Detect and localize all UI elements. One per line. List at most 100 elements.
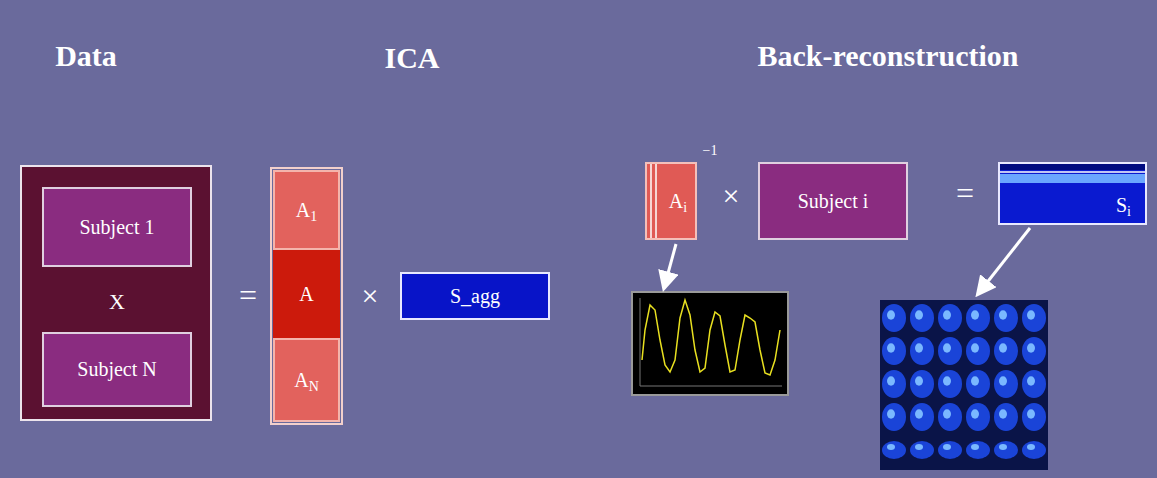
brain-slice [882,441,906,459]
subject-mixing: Ai [645,162,697,240]
data-matrix: X Subject 1 Subject N [20,165,212,421]
subject-box: Subject N [42,332,192,407]
activation-spot [887,376,895,385]
equals-sign: = [239,279,257,311]
mixing-block: AN [273,338,340,422]
activation-spot [971,444,979,450]
brain-slice [910,441,934,459]
brain-slice [882,403,906,431]
brain-slices [882,304,1046,459]
brain-slice [938,403,962,431]
activation-spot [943,376,951,385]
section-heading: ICA [384,43,439,73]
column-marker [655,164,657,238]
activation-spot [971,409,979,418]
activation-spot [915,409,923,418]
mixing-block: A1 [273,170,340,250]
activation-spot [971,310,979,319]
section-heading: Data [55,41,117,71]
row-divider [1000,171,1145,173]
activation-spot [943,444,951,450]
brain-slice [910,337,934,365]
activation-spot [887,444,895,450]
activation-spot [971,343,979,352]
column-outline [271,168,342,424]
brain-slice [882,304,906,332]
box-label: Subject N [77,358,156,381]
activation-spot [999,444,1007,450]
leader-arrow [978,228,1030,294]
activation-spot [915,310,923,319]
activation-spot [971,376,979,385]
activation-spot [943,310,951,319]
activation-spot [999,376,1007,385]
brain-slice [966,403,990,431]
column-marker [650,164,652,238]
brain-slice [882,370,906,398]
activation-spot [915,343,923,352]
section-heading: Back-reconstruction [757,41,1018,71]
brain-slice [938,337,962,365]
brain-slice [1022,370,1046,398]
equals-sign: = [956,177,974,209]
leader-arrow [664,244,676,288]
component-row [1000,164,1145,170]
activation-spot [887,409,895,418]
brain-slice [994,370,1018,398]
brain-slice [938,304,962,332]
box-label: Si [1116,194,1131,217]
activation-spot [943,409,951,418]
activation-spot [1027,376,1035,385]
brain-slice [882,337,906,365]
timecourse-line [642,300,780,375]
subject-sources: Si [998,162,1147,225]
activation-spot [915,444,923,450]
brain-slice [1022,337,1046,365]
timecourse-plot [632,292,788,395]
mixing-matrix: A [273,250,340,338]
activation-spot [915,376,923,385]
brain-slice [1022,441,1046,459]
box-label: A [299,283,313,306]
activation-spot [887,343,895,352]
plot-axis [640,298,641,386]
box-label: AN [294,369,319,392]
subject-box: Subject 1 [42,187,192,267]
activation-spot [999,343,1007,352]
activation-spot [887,310,895,319]
brain-slice [938,441,962,459]
box-label: S_agg [450,285,500,308]
box-label: Subject i [798,190,869,213]
brain-slice [994,337,1018,365]
box-label: Ai [669,190,687,213]
brain-slice [994,304,1018,332]
brain-slice [1022,403,1046,431]
brain-slice [966,441,990,459]
brain-map [880,300,1048,470]
plot-axis [640,386,782,387]
selected-component-row [1000,174,1145,183]
box-label: X [109,289,125,315]
activation-spot [1027,343,1035,352]
inverse-exponent: −1 [703,144,718,158]
brain-slice [966,304,990,332]
activation-spot [1027,444,1035,450]
box-label: Subject 1 [80,216,155,239]
times-sign: × [723,181,740,211]
brain-slice [994,441,1018,459]
brain-slice [994,403,1018,431]
brain-slice [910,403,934,431]
subject-box: Subject i [758,162,908,240]
activation-spot [999,310,1007,319]
times-sign: × [362,281,379,311]
brain-slice [910,304,934,332]
brain-slice [1022,304,1046,332]
activation-spot [999,409,1007,418]
brain-slice [938,370,962,398]
box-label: A1 [296,199,317,222]
activation-spot [1027,409,1035,418]
brain-slice [966,337,990,365]
brain-slice [910,370,934,398]
activation-spot [1027,310,1035,319]
